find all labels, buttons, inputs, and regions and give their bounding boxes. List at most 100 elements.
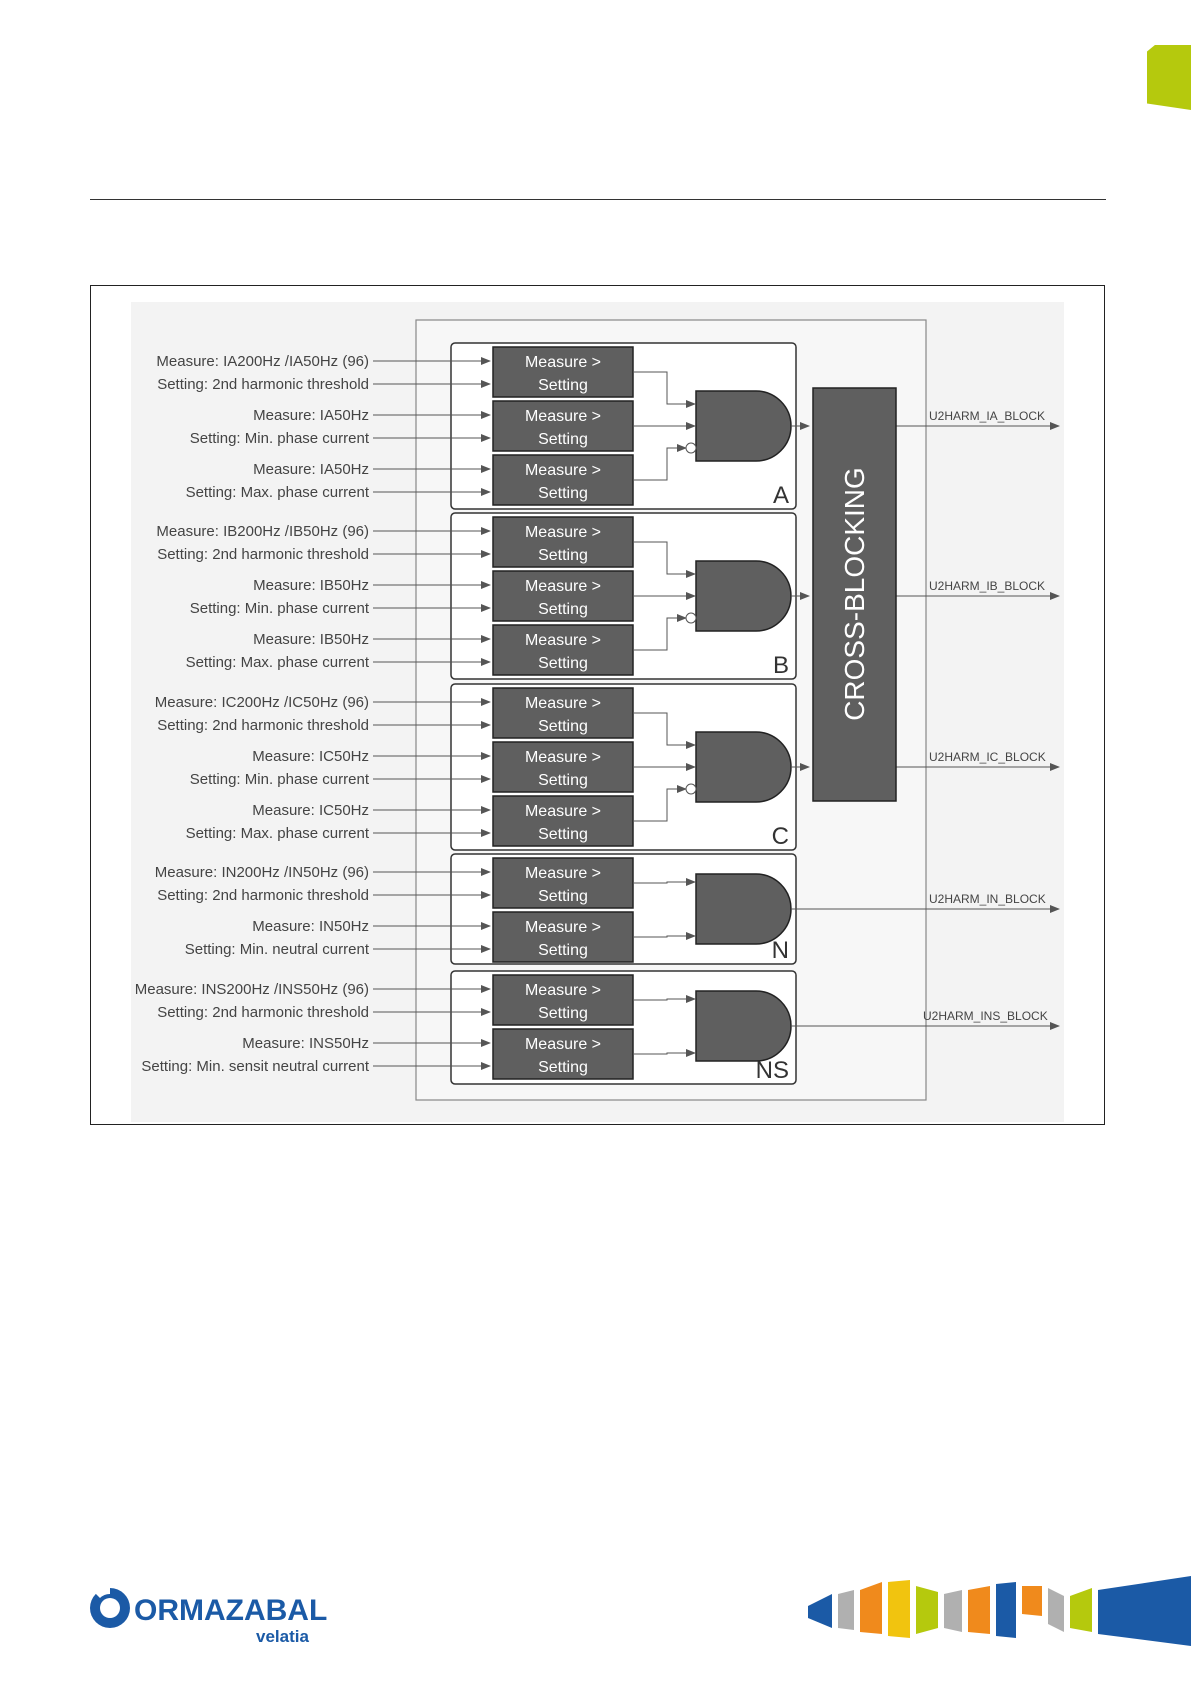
input-setting-label: Setting: Max. phase current (186, 825, 370, 842)
comparator-label: Measure > (525, 578, 601, 595)
input-measure-label: Measure: IB50Hz (253, 577, 369, 594)
gate-input-line (633, 995, 696, 1003)
comparator-block (492, 400, 634, 452)
input-setting-label: Setting: 2nd harmonic threshold (157, 887, 369, 904)
comparator-block (492, 974, 634, 1026)
comparator-block (492, 570, 634, 622)
ormazabal-logo: ORMAZABAL velatia (90, 1585, 327, 1646)
comparator-label: Measure > (525, 408, 601, 425)
gate-input-line (633, 785, 687, 822)
group-b: Measure: IB200Hz /IB50Hz (96) Setting: 2n… (156, 512, 1060, 680)
cross-blocking-block (812, 387, 897, 802)
and-gate (695, 390, 792, 462)
comparator-label: Measure > (525, 803, 601, 820)
inverter-bubble (685, 612, 697, 624)
input-setting-label: Setting: Min. phase current (190, 430, 370, 447)
figure-frame: Measure: IA200Hz /IA50Hz (96) Setting: 2n… (90, 285, 1105, 1125)
gate-input-line (633, 712, 696, 749)
comparator-label: Measure > (525, 749, 601, 766)
gate-input-line (633, 932, 696, 940)
input-measure-label: Measure: IN200Hz /IN50Hz (96) (155, 864, 369, 881)
comparator-label: Measure > (525, 632, 601, 649)
comparator-label: Setting (538, 655, 588, 672)
logo-tagline: velatia (256, 1627, 309, 1646)
input-setting-label: Setting: Min. phase current (190, 771, 370, 788)
group-label: C (772, 823, 789, 850)
comparator-label: Measure > (525, 695, 601, 712)
comparator-label: Measure > (525, 1036, 601, 1053)
gate-input-line (633, 541, 696, 578)
comparator-block (492, 346, 634, 398)
group-label: B (773, 652, 789, 679)
input-setting-label: Setting: 2nd harmonic threshold (157, 717, 369, 734)
and-gate (695, 731, 792, 803)
group-ns: Measure: INS200Hz /INS50Hz (96) Setting: … (135, 970, 1060, 1085)
comparator-label: Setting (538, 485, 588, 502)
input-measure-label: Measure: IC50Hz (252, 748, 369, 765)
input-measure-label: Measure: IN50Hz (252, 918, 369, 935)
input-setting-label: Setting: Min. phase current (190, 600, 370, 617)
comparator-label: Measure > (525, 354, 601, 371)
input-measure-label: Measure: IA200Hz /IA50Hz (96) (156, 353, 369, 370)
gate-input-line (633, 878, 696, 886)
comparator-block (492, 741, 634, 793)
comparator-label: Setting (538, 826, 588, 843)
input-setting-label: Setting: 2nd harmonic threshold (157, 546, 369, 563)
comparator-block (492, 454, 634, 506)
cross-blocking-label: CROSS-BLOCKING (839, 467, 870, 721)
input-measure-label: Measure: IB200Hz /IB50Hz (96) (156, 523, 369, 540)
input-measure-label: Measure: IC200Hz /IC50Hz (96) (155, 694, 369, 711)
brand-color-bars (808, 1576, 1191, 1646)
comparator-label: Setting (538, 718, 588, 735)
section-tab (1147, 45, 1191, 110)
comparator-block (492, 795, 634, 847)
input-setting-label: Setting: Max. phase current (186, 484, 370, 501)
gate-input-line (633, 1049, 696, 1057)
inverter-bubble (685, 442, 697, 454)
comparator-block (492, 857, 634, 909)
input-measure-label: Measure: INS50Hz (242, 1035, 369, 1052)
group-label: NS (756, 1057, 789, 1084)
comparator-label: Measure > (525, 865, 601, 882)
input-measure-label: Measure: INS200Hz /INS50Hz (96) (135, 981, 369, 998)
output-label: U2HARM_IB_BLOCK (929, 579, 1045, 593)
inverter-bubble (685, 783, 697, 795)
input-setting-label: Setting: Max. phase current (186, 654, 370, 671)
gate-input-line (633, 444, 687, 481)
comparator-label: Measure > (525, 462, 601, 479)
group-n: Measure: IN200Hz /IN50Hz (96) Setting: 2n… (155, 853, 1060, 965)
and-gate (695, 560, 792, 632)
comparator-label: Measure > (525, 524, 601, 541)
input-setting-label: Setting: Min. sensit neutral current (141, 1058, 369, 1075)
comparator-block (492, 624, 634, 676)
comparator-label: Setting (538, 1005, 588, 1022)
group-a: Measure: IA200Hz /IA50Hz (96) Setting: 2n… (156, 342, 1060, 510)
comparator-block (492, 516, 634, 568)
input-measure-label: Measure: IA50Hz (253, 461, 369, 478)
output-label: U2HARM_INS_BLOCK (923, 1009, 1048, 1023)
input-measure-label: Measure: IA50Hz (253, 407, 369, 424)
comparator-label: Measure > (525, 919, 601, 936)
comparator-label: Measure > (525, 982, 601, 999)
logic-diagram: Measure: IA200Hz /IA50Hz (96) Setting: 2n… (131, 302, 1064, 1122)
comparator-label: Setting (538, 1059, 588, 1076)
comparator-block (492, 1028, 634, 1080)
comparator-block (492, 687, 634, 739)
comparator-label: Setting (538, 547, 588, 564)
input-measure-label: Measure: IB50Hz (253, 631, 369, 648)
output-label: U2HARM_IC_BLOCK (929, 750, 1046, 764)
group-label: N (772, 937, 789, 964)
input-setting-label: Setting: 2nd harmonic threshold (157, 376, 369, 393)
input-measure-label: Measure: IC50Hz (252, 802, 369, 819)
gate-input-line (633, 614, 687, 651)
comparator-block (492, 911, 634, 963)
comparator-label: Setting (538, 772, 588, 789)
group-c: Measure: IC200Hz /IC50Hz (96) Setting: 2n… (155, 683, 1060, 851)
output-label: U2HARM_IN_BLOCK (929, 892, 1046, 906)
comparator-label: Setting (538, 601, 588, 618)
output-label: U2HARM_IA_BLOCK (929, 409, 1045, 423)
comparator-label: Setting (538, 942, 588, 959)
and-gate (695, 873, 792, 945)
comparator-label: Setting (538, 888, 588, 905)
